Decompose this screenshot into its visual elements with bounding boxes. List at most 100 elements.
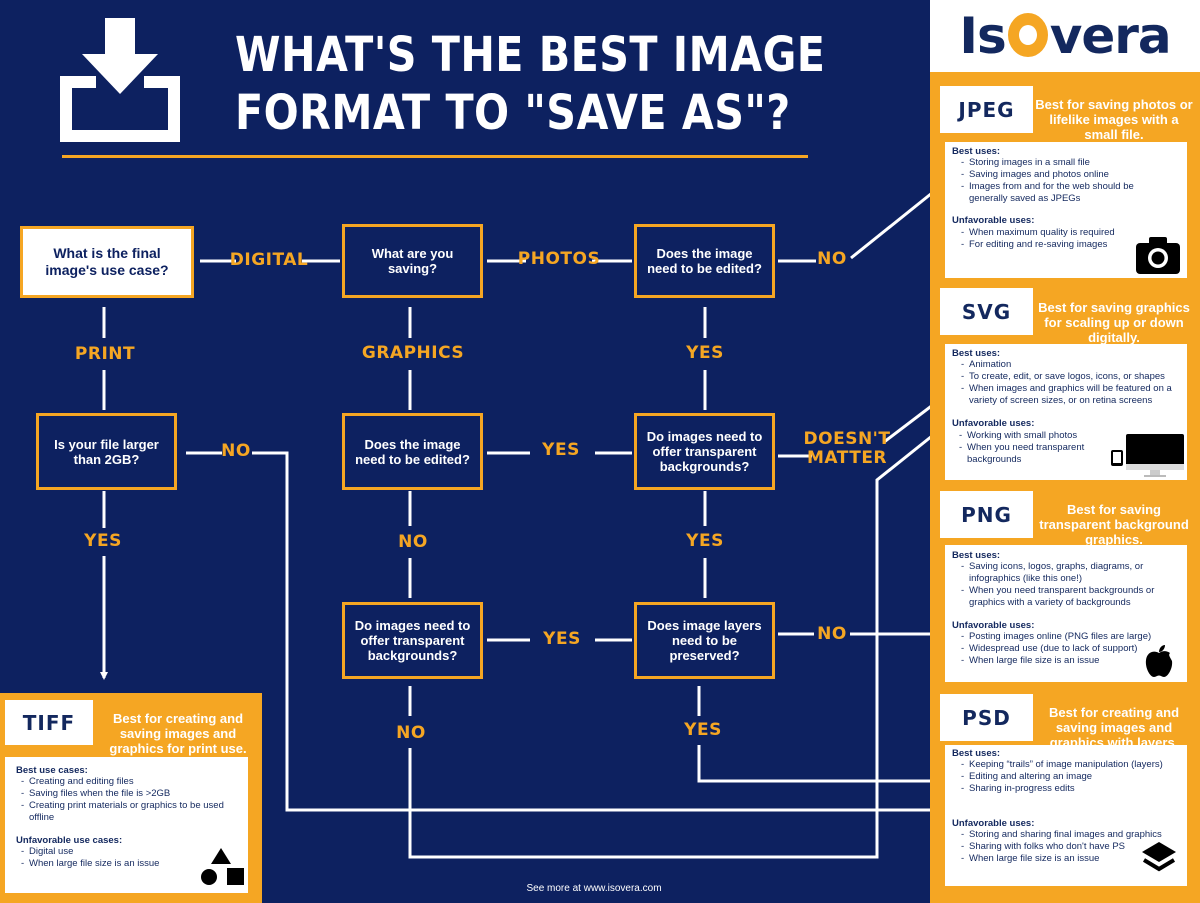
node-edit-graphics: Does the image need to be edited? (342, 413, 483, 490)
psd-best-head: Best uses: (952, 748, 1001, 759)
png-best-head: Best uses: (952, 550, 1001, 561)
label-yes-layers: YES (684, 720, 722, 740)
label-no-transparent-2: NO (396, 723, 426, 743)
list-item: When large file size is an issue (955, 853, 1181, 865)
list-item: Posting images online (PNG files are lar… (955, 631, 1165, 643)
logo-flame-icon (1007, 13, 1048, 57)
format-name-psd: PSD (940, 694, 1033, 744)
shapes-icon (201, 848, 244, 885)
list-item: Storing images in a small file (955, 157, 1165, 169)
format-name-png: PNG (940, 491, 1033, 541)
list-item: When maximum quality is required (955, 227, 1155, 239)
list-item: Keeping “trails” of image manipulation (… (955, 759, 1181, 771)
footer-link-text: See more at www.isovera.com (526, 883, 662, 894)
node-file-larger: Is your file larger than 2GB? (36, 413, 177, 490)
png-best-list: Saving icons, logos, graphs, diagrams, o… (955, 561, 1181, 609)
camera-icon (1136, 237, 1180, 274)
tagline-png: Best for saving transparent background g… (1039, 502, 1189, 547)
tiff-unf-list: Digital use When large file size is an i… (15, 846, 195, 870)
title-line-2: FORMAT TO "SAVE AS"? (235, 85, 791, 141)
list-item: Animation (955, 359, 1183, 371)
list-item: To create, edit, or save logos, icons, o… (955, 371, 1183, 383)
list-item: Saving icons, logos, graphs, diagrams, o… (955, 561, 1181, 585)
label-yes-graphics-edit: YES (542, 440, 580, 460)
list-item: Creating and editing files (15, 776, 240, 788)
edge-layers-yes-b (697, 745, 942, 785)
tiff-best-head: Best use cases: (16, 765, 88, 776)
psd-unf-list: Storing and sharing final images and gra… (955, 829, 1181, 865)
edge-large-no-b (252, 451, 942, 814)
list-item: Editing and altering an image (955, 771, 1181, 783)
psd-unf-head: Unfavorable uses: (952, 818, 1035, 829)
list-item: Images from and for the web should be ge… (955, 181, 1165, 205)
label-matter: MATTER (806, 448, 888, 468)
png-unf-list: Posting images online (PNG files are lar… (955, 631, 1165, 667)
list-item: Sharing with folks who don't have PS (955, 841, 1181, 853)
list-item: Widespread use (due to lack of support) (955, 643, 1165, 655)
label-yes-photo-edit: YES (686, 343, 724, 363)
label-no-large: NO (221, 441, 251, 461)
page-title: WHAT'S THE BEST IMAGE FORMAT TO "SAVE AS… (235, 26, 826, 142)
list-item: For editing and re-saving images (955, 239, 1155, 251)
psd-best-list: Keeping “trails” of image manipulation (… (955, 759, 1181, 795)
tagline-tiff: Best for creating and saving images and … (109, 711, 247, 756)
title-line-1: WHAT'S THE BEST IMAGE (235, 27, 826, 83)
node-transparent-1: Do images need to offer transparent back… (634, 413, 775, 490)
png-unf-head: Unfavorable uses: (952, 620, 1035, 631)
edge-jpeg-arrow (850, 183, 944, 260)
list-item: When large file size is an issue (955, 655, 1165, 667)
label-yes-large: YES (84, 531, 122, 551)
label-photos: PHOTOS (517, 249, 601, 269)
format-name-jpeg: JPEG (940, 86, 1033, 136)
node-what-saving: What are you saving? (342, 224, 483, 298)
tagline-psd: Best for creating and saving images and … (1048, 705, 1180, 750)
list-item: Working with small photos (953, 430, 1103, 442)
edge-trans2-no-b (408, 426, 944, 859)
list-item: Sharing in-progress edits (955, 783, 1181, 795)
list-item: When you need transparent backgrounds or… (955, 585, 1181, 609)
tagline-jpeg: Best for saving photos or lifelike image… (1035, 97, 1193, 142)
svg-best-head: Best uses: (952, 348, 1001, 359)
svg-unf-list: Working with small photos When you need … (953, 430, 1103, 466)
apple-logo-icon (1145, 645, 1173, 677)
label-no-layers: NO (817, 624, 847, 644)
list-item: When images and graphics will be feature… (955, 383, 1183, 407)
svg-best-list: Animation To create, edit, or save logos… (955, 359, 1183, 407)
monitor-icon (1126, 434, 1184, 477)
label-yes-transparent-2: YES (543, 629, 581, 649)
tagline-svg: Best for saving graphics for scaling up … (1038, 300, 1190, 345)
jpeg-best-head: Best uses: (952, 146, 1001, 157)
list-item: Creating print materials or graphics to … (15, 800, 240, 824)
tiff-unf-head: Unfavorable use cases: (16, 835, 123, 846)
download-icon (60, 18, 180, 142)
list-item: Saving files when the file is >2GB (15, 788, 240, 800)
node-transparent-2: Do images need to offer transparent back… (342, 602, 483, 679)
label-print: PRINT (74, 344, 136, 364)
list-item: Digital use (15, 846, 195, 858)
format-name-tiff: TIFF (5, 700, 93, 748)
label-doesnt-matter: DOESN'T MATTER (804, 430, 891, 468)
jpeg-unf-list: When maximum quality is required For edi… (955, 227, 1155, 251)
label-digital: DIGITAL (229, 250, 309, 270)
label-no-graphics-edit: NO (398, 532, 428, 552)
list-item: Storing and sharing final images and gra… (955, 829, 1181, 841)
layers-icon (1142, 842, 1176, 872)
phone-icon (1111, 450, 1123, 466)
label-doesnt: DOESN'T (803, 429, 891, 449)
title-divider (62, 155, 808, 158)
tiff-best-list: Creating and editing files Saving files … (15, 776, 240, 824)
list-item: Saving images and photos online (955, 169, 1165, 181)
node-use-case: What is the final image's use case? (20, 226, 194, 298)
label-graphics: GRAPHICS (361, 343, 465, 363)
list-item: When large file size is an issue (15, 858, 195, 870)
label-yes-transparent: YES (686, 531, 724, 551)
format-name-svg: SVG (940, 288, 1033, 338)
list-item: When you need transparent backgrounds (953, 442, 1103, 466)
node-edit-photo: Does the image need to be edited? (634, 224, 775, 298)
label-no-photo-edit: NO (817, 249, 847, 269)
jpeg-unf-head: Unfavorable uses: (952, 215, 1035, 226)
jpeg-best-list: Storing images in a small file Saving im… (955, 157, 1165, 205)
